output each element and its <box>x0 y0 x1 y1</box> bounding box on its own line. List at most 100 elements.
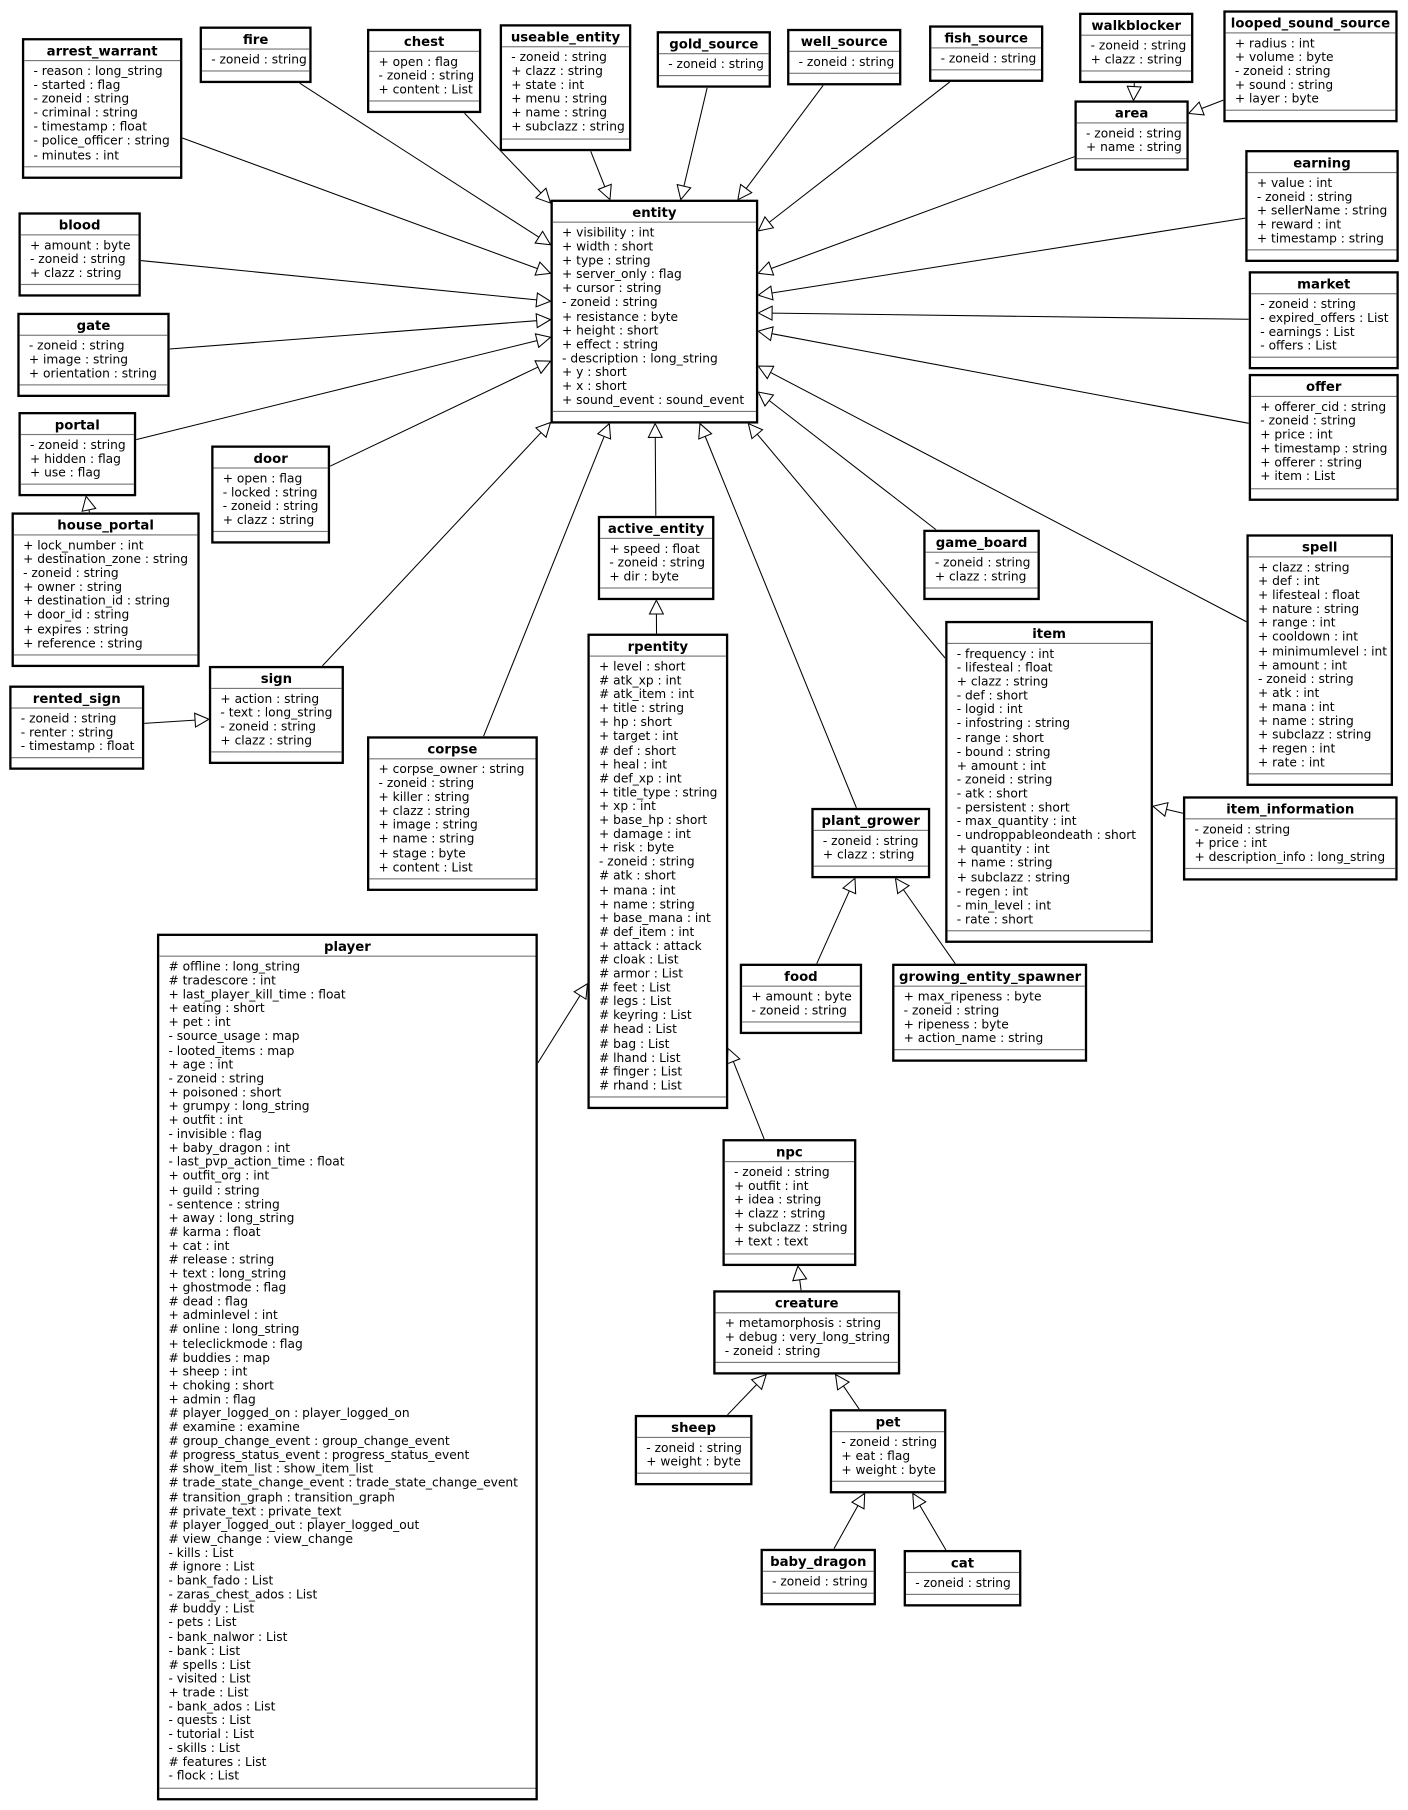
generalization-arrowhead-icon <box>836 1375 850 1390</box>
attribute: + clazz : string <box>220 734 334 748</box>
attribute-list: - zoneid : string+ clazz : string+ state… <box>502 47 629 139</box>
operations-compartment <box>948 931 1151 940</box>
class-useable-entity: useable_entity- zoneid : string+ clazz :… <box>500 24 632 150</box>
generalization-arrowhead-icon <box>536 314 550 328</box>
attribute-list: - zoneid : string <box>906 1573 1019 1595</box>
attribute-list: + open : flag- zoneid : string+ content … <box>369 52 479 102</box>
attribute: # progress_status_event : progress_statu… <box>168 1449 528 1463</box>
attribute: # def_xp : int <box>599 772 719 786</box>
class-name: food <box>742 966 860 987</box>
generalization-arrowhead-icon <box>535 334 550 347</box>
attribute: - undroppableondeath : short <box>957 829 1144 843</box>
attribute: + x : short <box>562 380 749 394</box>
attribute-list: - frequency : int- lifesteal : float+ cl… <box>948 644 1151 931</box>
class-name: plant_grower <box>814 810 928 831</box>
attribute-list: - zoneid : string <box>202 50 309 72</box>
attribute: # examine : examine <box>168 1421 528 1435</box>
attribute: # feet : List <box>599 981 719 995</box>
attribute: + action : string <box>220 692 334 706</box>
operations-compartment <box>14 655 198 664</box>
class-entity: entity+ visibility : int+ width : short+… <box>551 200 759 424</box>
attribute: - renter : string <box>21 726 135 740</box>
generalization-arrowhead-icon <box>598 424 611 439</box>
generalization-arrowhead-icon <box>758 262 773 275</box>
attribute: - zoneid : string <box>33 93 173 107</box>
attribute: + width : short <box>562 240 749 254</box>
attribute: - zoneid : string <box>1091 39 1184 53</box>
inheritance-line-rented_sign-sign <box>144 720 195 723</box>
attribute: - zoneid : string <box>29 339 161 353</box>
attribute: + def : int <box>1258 575 1384 589</box>
attribute: - earnings : List <box>1260 326 1389 340</box>
attribute: - frequency : int <box>957 647 1144 661</box>
class-name: useable_entity <box>502 27 629 48</box>
operations-compartment <box>20 386 168 395</box>
generalization-arrowhead-icon <box>748 424 762 439</box>
attribute: + risk : byte <box>599 842 719 856</box>
attribute: + pet : int <box>168 1016 528 1030</box>
attribute-list: - zoneid : string <box>789 52 899 74</box>
attribute: + image : string <box>29 353 161 367</box>
attribute: - zoneid : string <box>379 777 529 791</box>
attribute: # legs : List <box>599 995 719 1009</box>
attribute: + subclazz : string <box>734 1221 847 1235</box>
attribute: + name : string <box>1258 714 1384 728</box>
attribute: + name : string <box>379 833 529 847</box>
attribute: + speed : float <box>609 542 705 556</box>
attribute-list: + value : int- zoneid : string+ sellerNa… <box>1248 173 1397 251</box>
class-name: well_source <box>789 31 899 52</box>
operations-compartment <box>814 867 928 876</box>
attribute: - kills : List <box>168 1546 528 1560</box>
attribute: # buddy : List <box>168 1602 528 1616</box>
generalization-arrowhead-icon <box>758 306 772 320</box>
attribute: # bag : List <box>599 1037 719 1051</box>
attribute: - zoneid : string <box>646 1441 743 1455</box>
generalization-arrowhead-icon <box>82 496 96 511</box>
attribute: + lifesteal : float <box>1258 589 1384 603</box>
attribute: + volume : byte <box>1235 51 1388 65</box>
attribute: # atk : short <box>599 870 719 884</box>
attribute: + admin : flag <box>168 1393 528 1407</box>
class-item-information: item_information- zoneid : string+ price… <box>1183 796 1398 881</box>
attribute-list: - zoneid : string+ clazz : string <box>814 831 928 867</box>
inheritance-line-blood-entity <box>141 261 537 300</box>
class-pet: pet- zoneid : string+ eat : flag+ weight… <box>830 1409 947 1494</box>
attribute: - zoneid : string <box>599 856 719 870</box>
attribute: - bank_nalwor : List <box>168 1630 528 1644</box>
attribute: + killer : string <box>379 791 529 805</box>
attribute: + base_hp : short <box>599 814 719 828</box>
attribute: - looted_items : map <box>168 1044 528 1058</box>
class-corpse: corpse+ corpse_owner : string- zoneid : … <box>367 736 538 890</box>
attribute: - last_pvp_action_time : float <box>168 1156 528 1170</box>
inheritance-line-baby_dragon-pet <box>834 1506 858 1549</box>
class-market: market- zoneid : string- expired_offers … <box>1249 271 1399 370</box>
class-portal: portal- zoneid : string+ hidden : flag+ … <box>18 412 136 497</box>
operations-compartment <box>725 1254 854 1263</box>
attribute: + debug : very_long_string <box>725 1331 891 1345</box>
operations-compartment <box>832 1482 944 1491</box>
class-game-board: game_board- zoneid : string+ clazz : str… <box>923 530 1040 601</box>
attribute: - zoneid : string <box>668 58 761 72</box>
operations-compartment <box>553 412 756 421</box>
class-well-source: well_source- zoneid : string <box>787 29 901 86</box>
class-blood: blood+ amount : byte- zoneid : string+ c… <box>18 212 140 297</box>
operations-compartment <box>369 102 479 111</box>
class-name: walkblocker <box>1081 15 1191 36</box>
inheritance-line-sheep-creature <box>727 1385 756 1415</box>
attribute: + clazz : string <box>957 675 1144 689</box>
attribute: # offline : long_string <box>168 960 528 974</box>
attribute: - bound : string <box>957 745 1144 759</box>
attribute: # player_logged_on : player_logged_on <box>168 1407 528 1421</box>
operations-compartment <box>211 753 341 762</box>
class-chest: chest+ open : flag- zoneid : string+ con… <box>367 29 481 114</box>
class-npc: npc- zoneid : string+ outfit : int+ idea… <box>722 1139 856 1265</box>
attribute: + amount : int <box>1258 659 1384 673</box>
attribute: + resistance : byte <box>562 310 749 324</box>
attribute: + content : List <box>379 861 529 875</box>
attribute: + rate : int <box>1258 756 1384 770</box>
inheritance-line-area-entity <box>771 157 1074 269</box>
attribute: + choking : short <box>168 1379 528 1393</box>
attribute: - description : long_string <box>562 352 749 366</box>
attribute: # spells : List <box>168 1658 528 1672</box>
